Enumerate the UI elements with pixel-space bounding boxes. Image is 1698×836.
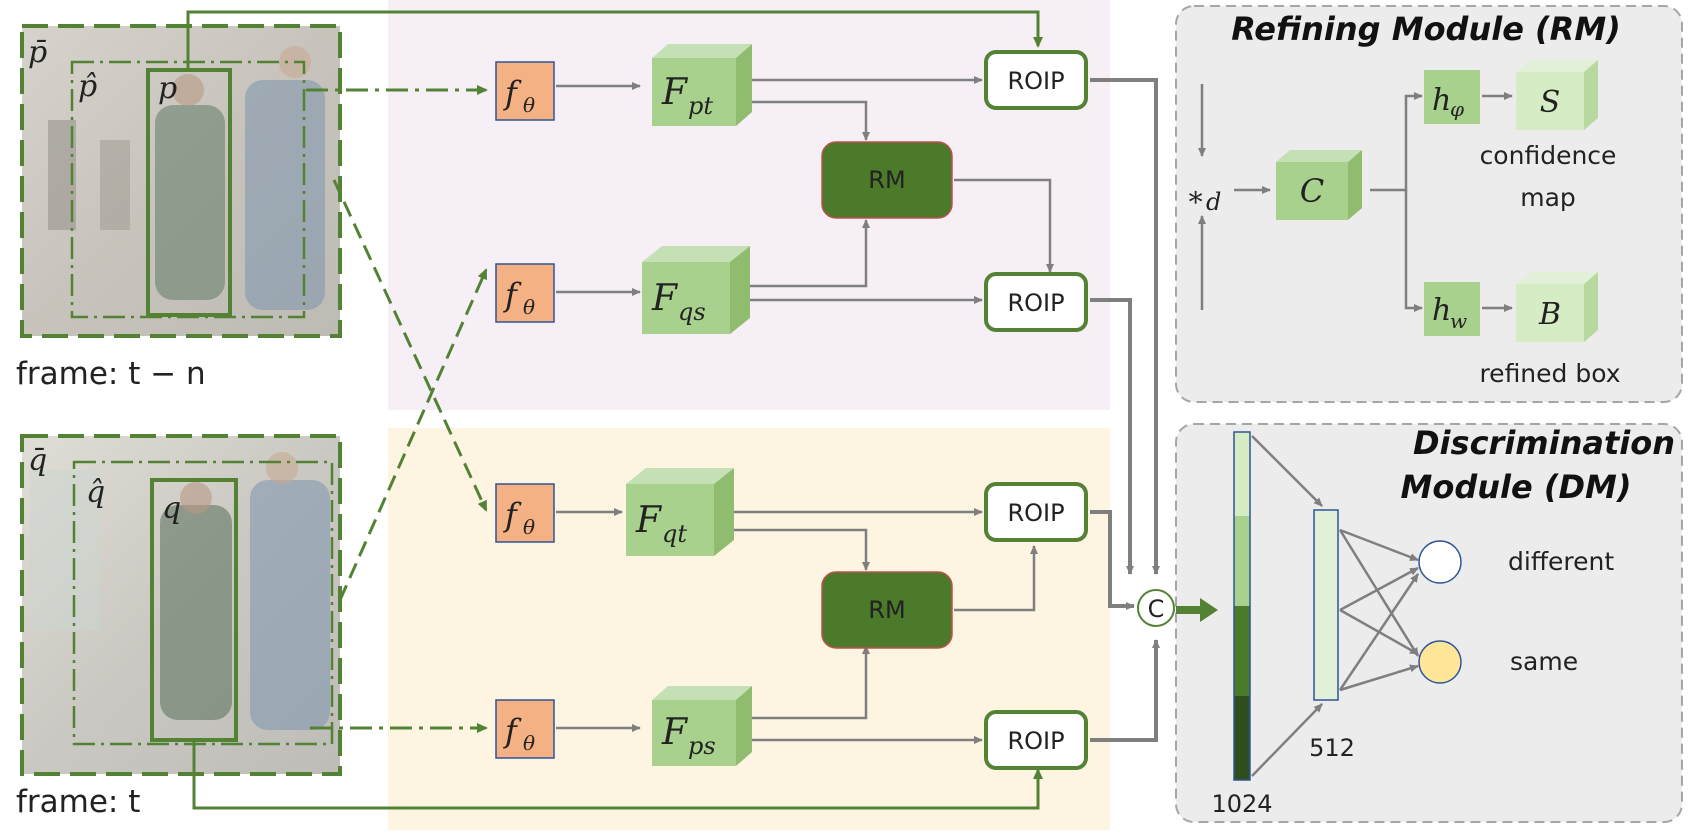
cube-s-label: S bbox=[1540, 85, 1561, 120]
head-phi: h φ bbox=[1424, 70, 1480, 124]
feature-cube-qt: F qt bbox=[626, 468, 734, 556]
conv-operator: ∗ bbox=[1186, 180, 1205, 213]
roip-label: ROIP bbox=[1007, 67, 1064, 95]
head-phi-main: h bbox=[1432, 83, 1451, 118]
frame-bottom-outer-label: q̄ bbox=[28, 443, 47, 478]
dm-title-line1: Discrimination bbox=[1413, 424, 1675, 462]
head-phi-sub: φ bbox=[1450, 97, 1464, 121]
roip-label: ROIP bbox=[1007, 727, 1064, 755]
frame-top-inner-label: p bbox=[158, 71, 177, 106]
connection-arrows bbox=[556, 76, 1160, 744]
rm-label: RM bbox=[868, 166, 905, 194]
feature-main: F bbox=[661, 712, 689, 753]
concat-label: C bbox=[1148, 595, 1165, 623]
encoder-sub: θ bbox=[523, 515, 535, 539]
feature-cube-ps: F ps bbox=[652, 686, 752, 766]
frame-bottom-dashed-box bbox=[72, 460, 334, 746]
output-label-same: same bbox=[1510, 647, 1578, 676]
conv-operator-sub: d bbox=[1206, 188, 1221, 216]
refining-module-box bbox=[1175, 5, 1683, 403]
feature-cube-pt: F pt bbox=[652, 44, 752, 126]
feature-main: F bbox=[661, 72, 689, 113]
roip-block-1: ROIP bbox=[984, 50, 1088, 110]
output-node-same bbox=[1418, 640, 1462, 684]
feature-cube-qs: F qs bbox=[642, 246, 750, 334]
frame-top-dashed-label: p̂ bbox=[78, 69, 97, 104]
dim-label-512: 512 bbox=[1309, 734, 1355, 762]
p-to-roip-arrow bbox=[186, 10, 1043, 70]
dm-arrows bbox=[1251, 435, 1420, 777]
feature-sub: pt bbox=[688, 92, 713, 120]
rm-block-top: RM bbox=[821, 141, 953, 219]
feature-sub: ps bbox=[688, 732, 716, 760]
feature-sub: qs bbox=[678, 298, 706, 326]
frame-bottom-caption: frame: t bbox=[16, 784, 140, 820]
q-to-roip-arrow bbox=[192, 740, 1043, 810]
head-w: h w bbox=[1424, 282, 1480, 336]
head-w-sub: w bbox=[1450, 309, 1467, 333]
feature-main: F bbox=[635, 500, 663, 541]
cube-c-label: C bbox=[1300, 172, 1324, 210]
dim-label-1024: 1024 bbox=[1211, 790, 1272, 818]
rm-block-bottom: RM bbox=[821, 571, 953, 649]
cube-b: B bbox=[1516, 272, 1598, 342]
feature-sub: qt bbox=[662, 520, 687, 548]
roip-label: ROIP bbox=[1007, 499, 1064, 527]
cube-b-label: B bbox=[1538, 297, 1561, 332]
encoder-sub: θ bbox=[523, 731, 535, 755]
refining-module-title: Refining Module (RM) bbox=[1231, 10, 1621, 48]
frame-bottom-inner-label: q bbox=[162, 491, 181, 526]
frame-top-outer-label: p̄ bbox=[28, 35, 47, 70]
encoder-sub: θ bbox=[523, 295, 535, 319]
output-node-different bbox=[1418, 540, 1462, 584]
pbar-to-encoder-arrow bbox=[332, 179, 488, 512]
feature-main: F bbox=[651, 278, 679, 319]
frame-top-image bbox=[22, 26, 340, 336]
frame-bottom-dashed-label: q̂ bbox=[86, 475, 105, 510]
refined-box-label: refined box bbox=[1479, 359, 1620, 388]
encoder-4: f θ bbox=[495, 699, 555, 759]
head-w-main: h bbox=[1432, 293, 1451, 328]
qbar-to-encoder-arrow bbox=[338, 268, 488, 601]
frame-bottom-outer-box bbox=[20, 434, 342, 776]
feature-vector-1024 bbox=[1233, 431, 1251, 781]
frame-top-outer-box bbox=[20, 24, 342, 338]
cube-s: S bbox=[1516, 60, 1598, 130]
confidence-map-label-1: confidence bbox=[1480, 141, 1617, 170]
confidence-map-label-2: map bbox=[1520, 183, 1576, 212]
roip-block-3: ROIP bbox=[984, 482, 1088, 542]
roip-block-2: ROIP bbox=[984, 272, 1088, 332]
cube-c: C bbox=[1276, 150, 1362, 220]
frame-bottom-image bbox=[22, 436, 340, 774]
concat-node: C bbox=[1137, 589, 1175, 627]
roip-label: ROIP bbox=[1007, 289, 1064, 317]
feature-vector-512 bbox=[1313, 509, 1339, 701]
frame-top-caption: frame: t − n bbox=[16, 356, 206, 392]
encoder-2: f θ bbox=[495, 263, 555, 323]
concat-arrow-head bbox=[1200, 598, 1218, 622]
encoder-1: f θ bbox=[495, 61, 555, 121]
encoder-3: f θ bbox=[495, 483, 555, 543]
roip-block-4: ROIP bbox=[984, 710, 1088, 770]
output-label-different: different bbox=[1508, 547, 1614, 576]
rm-label: RM bbox=[868, 596, 905, 624]
rm-internal-arrows bbox=[1198, 84, 1513, 312]
dm-title-line2: Module (DM) bbox=[1401, 468, 1632, 506]
encoder-sub: θ bbox=[523, 93, 535, 117]
